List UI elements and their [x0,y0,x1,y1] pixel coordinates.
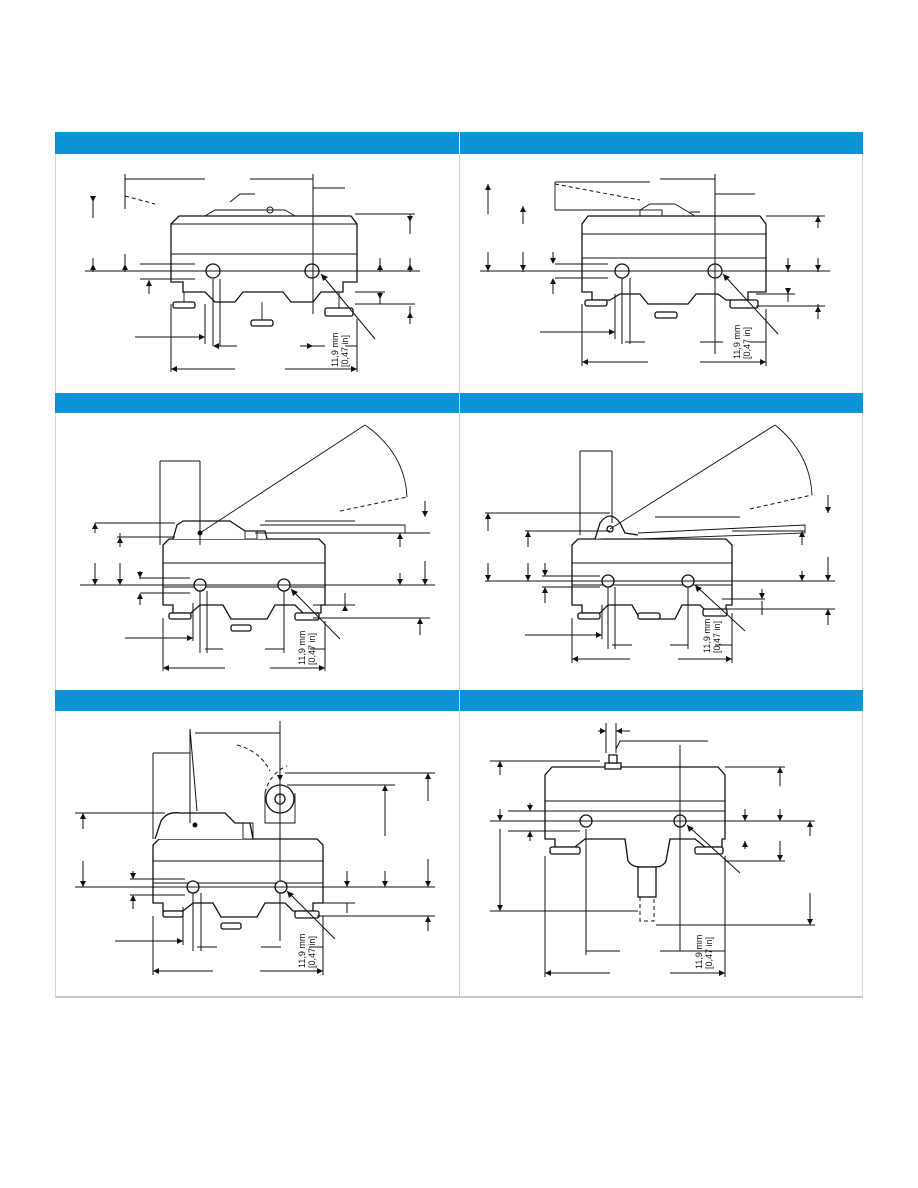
panel-3-dim-mm: 11,9 mm [297,631,307,665]
panel-2-header-bar [460,132,863,154]
panel-6-drawing: 11,9 mm [0,47 in] [490,723,815,977]
panel-3-drawing: 11,9 mm [0,47 in] [80,424,435,671]
panel-5-drawing: 11,9 mm [0,47 in] [75,721,435,975]
panel-5-dim-mm: 11,9 mm [297,934,307,968]
panel-3-header-bar [55,393,459,413]
panel-1-header-bar [55,132,459,154]
panel-5-header-bar [55,690,459,711]
panel-4-header-bar [460,393,863,413]
drawing-frame [55,132,863,998]
panel-6-dim-in: [0,47 in] [704,937,714,969]
column-divider [459,154,460,996]
panel-4-dim-mm: 11,9 mm [702,619,712,653]
panel-4-dim-in: [0,47 in] [712,621,722,653]
panel-5-dim-in: [0,47 in] [307,936,317,968]
panel-1-dim-mm: 11,9 mm [330,333,340,367]
panel-2-dim-in: [0,47 in] [742,327,752,359]
panel-1-dim-in: [0,47 in] [340,335,350,367]
panel-2-drawing: 11,9 mm [0,47 in] [480,174,830,366]
panel-4-drawing: 11,9 mm [0,47 in] [485,424,835,663]
panel-6-header-bar [460,690,863,711]
panel-2-dim-mm: 11,9 mm [732,325,742,359]
panel-1-drawing: 11,9 mm [0,47 in] [85,174,420,372]
panel-3-dim-in: [0,47 in] [307,633,317,665]
panel-6-dim-mm: 11,9 mm [694,935,704,969]
